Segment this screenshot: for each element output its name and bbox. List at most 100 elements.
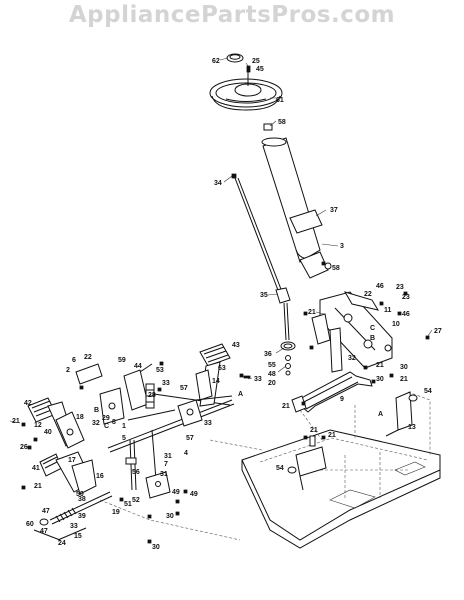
callout: 12 (34, 422, 42, 429)
callout: 23 (402, 294, 410, 301)
callout: 45 (256, 66, 264, 73)
callout: 22 (364, 291, 372, 298)
callout: 44 (134, 363, 142, 370)
callout: 30 (152, 544, 160, 551)
callout: C (104, 423, 109, 430)
callout: 53 (156, 367, 164, 374)
callout: 20 (268, 380, 276, 387)
callout: 31 (164, 453, 172, 460)
callout: 14 (212, 378, 220, 385)
callout: 11 (384, 307, 392, 314)
callout: 29 (102, 415, 110, 422)
callout: 43 (232, 342, 240, 349)
callout: 33 (254, 376, 262, 383)
callout: 21 (328, 432, 336, 439)
callout: 15 (74, 533, 82, 540)
callout: 22 (84, 354, 92, 361)
callout: 21 (308, 309, 316, 316)
callout: 34 (214, 180, 222, 187)
callout: 8 (112, 419, 116, 426)
callout: 37 (330, 207, 338, 214)
nut-54-lower (287, 466, 297, 474)
callout: 40 (44, 429, 52, 436)
callout: 49 (190, 491, 198, 498)
callout: 21 (34, 483, 42, 490)
callout: 38 (78, 496, 86, 503)
callout: 55 (268, 362, 276, 369)
callout: 24 (58, 540, 66, 547)
callout: 46 (402, 311, 410, 318)
callout: 21 (12, 418, 20, 425)
pedal-assembly (27, 343, 235, 541)
callout: 58 (278, 119, 286, 126)
callout: 30 (166, 513, 174, 520)
callout: 23 (396, 284, 404, 291)
callout: 47 (42, 508, 50, 515)
callout: 21 (400, 376, 408, 383)
callout: 33 (162, 380, 170, 387)
callout: 30 (376, 376, 384, 383)
callout: 16 (96, 473, 104, 480)
callout: 10 (392, 321, 400, 328)
callout: 36 (264, 351, 272, 358)
callout: 18 (76, 414, 84, 421)
callout: 19 (112, 509, 120, 516)
spring-end-60 (39, 518, 49, 526)
leader-lines (9, 57, 433, 424)
right-mount-bracket (385, 391, 418, 437)
callout: 42 (24, 400, 32, 407)
callout: 56 (132, 469, 140, 476)
callout: 28 (148, 392, 156, 399)
callout: B (94, 407, 99, 414)
callout: 59 (118, 357, 126, 364)
nut-54-right (408, 394, 418, 402)
callout: A (378, 411, 383, 418)
steering-shaft (231, 173, 296, 376)
callout: 2 (66, 367, 70, 374)
watermark: AppliancePartsPros.com (68, 2, 396, 28)
callout: 21 (282, 403, 290, 410)
callout: 52 (132, 497, 140, 504)
callout: 35 (260, 292, 268, 299)
callout: 21 (310, 427, 318, 434)
callout: 21 (376, 362, 384, 369)
callout: A (238, 391, 243, 398)
steering-support-bracket (311, 291, 393, 373)
callout: 32 (348, 355, 356, 362)
callout: 26 (20, 444, 28, 451)
callout: 54 (276, 465, 284, 472)
callout: 54 (424, 388, 432, 395)
callout: 57 (180, 385, 188, 392)
frame-outline (99, 391, 441, 549)
callout: 33 (70, 523, 78, 530)
callout: C (370, 325, 375, 332)
callout: 51 (124, 501, 132, 508)
callout: 50 (76, 491, 84, 498)
callout: 7 (164, 461, 168, 468)
callout: 62 (212, 58, 220, 65)
callout: 25 (252, 58, 260, 65)
callout: 33 (204, 420, 212, 427)
callout: 4 (184, 450, 188, 457)
callout: 49 (172, 489, 180, 496)
callout: 39 (78, 513, 86, 520)
callout: 41 (32, 465, 40, 472)
steering-wheel (209, 53, 283, 131)
steering-gear (280, 341, 296, 351)
callout: 32 (92, 420, 100, 427)
callout: B (370, 335, 375, 342)
callout: 31 (160, 471, 168, 478)
callout: 60 (26, 521, 34, 528)
callout: 58 (332, 265, 340, 272)
callout: 5 (122, 435, 126, 442)
callout: 30 (400, 364, 408, 371)
callout: 61 (276, 97, 284, 104)
callout: 48 (268, 371, 276, 378)
callout: 17 (68, 457, 76, 464)
lower-center-mount (287, 435, 327, 491)
fasteners (21, 291, 430, 544)
callout: 6 (72, 357, 76, 364)
callout: 46 (376, 283, 384, 290)
callout: 3 (340, 243, 344, 250)
